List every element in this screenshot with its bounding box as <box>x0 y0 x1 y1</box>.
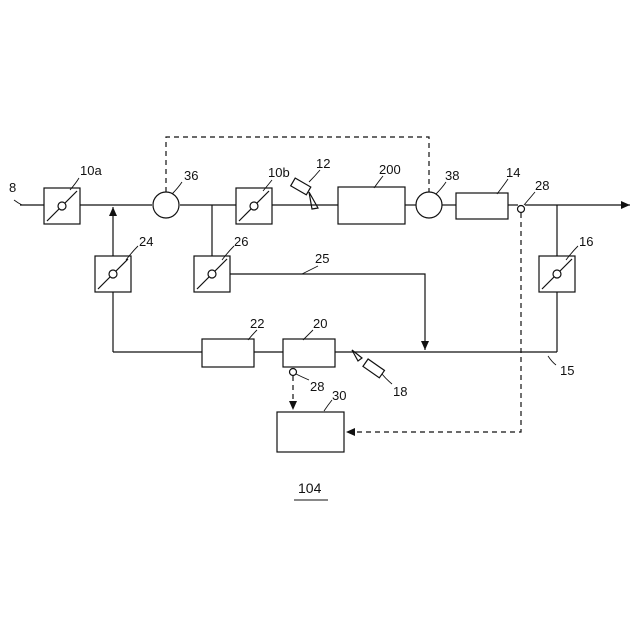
label-14: 14 <box>506 165 520 180</box>
junction-38 <box>416 192 442 218</box>
unit-20 <box>283 339 335 367</box>
label-38: 38 <box>445 168 459 183</box>
unit-22 <box>202 339 254 367</box>
label-20: 20 <box>313 316 327 331</box>
label-26: 26 <box>234 234 248 249</box>
sensor-point-28-top <box>518 206 525 213</box>
junction-36 <box>153 192 179 218</box>
figure-number: 104 <box>298 480 322 496</box>
unit-200 <box>338 187 405 224</box>
label-12: 12 <box>316 156 330 171</box>
label-28-top: 28 <box>535 178 549 193</box>
sensor-point-28-bottom <box>290 369 297 376</box>
label-24: 24 <box>139 234 153 249</box>
valve-26 <box>194 256 230 292</box>
label-16: 16 <box>579 234 593 249</box>
controller-30 <box>277 412 344 452</box>
label-25: 25 <box>315 251 329 266</box>
label-10a: 10a <box>80 163 102 178</box>
main-flow-line <box>14 200 630 205</box>
label-22: 22 <box>250 316 264 331</box>
sensor-18 <box>352 350 384 378</box>
valve-24 <box>95 256 131 292</box>
label-10b: 10b <box>268 165 290 180</box>
sensor-12 <box>291 178 318 209</box>
dashed-link-28-top-to-30 <box>346 213 521 432</box>
valve-16 <box>539 256 575 292</box>
label-15: 15 <box>560 363 574 378</box>
label-8: 8 <box>9 180 16 195</box>
unit-14 <box>456 193 508 219</box>
label-36: 36 <box>184 168 198 183</box>
label-28-bottom: 28 <box>310 379 324 394</box>
label-200: 200 <box>379 162 401 177</box>
label-30: 30 <box>332 388 346 403</box>
label-18: 18 <box>393 384 407 399</box>
valve-10a <box>44 188 80 224</box>
valve-10b <box>236 188 272 224</box>
